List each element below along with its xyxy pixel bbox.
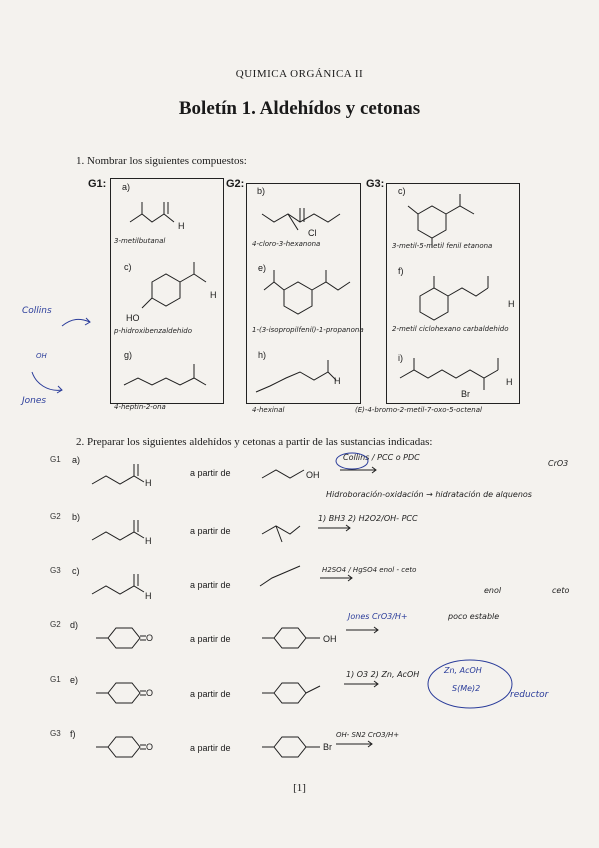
structure-f	[419, 287, 449, 321]
note-row-c: H2SO4 / HgSO4 enol - ceto	[322, 566, 417, 574]
row-letter-d: d)	[70, 620, 79, 630]
course-title: QUIMICA ORGÁNICA II	[235, 68, 364, 80]
structure-e	[283, 281, 313, 315]
group-box-g1	[110, 178, 224, 404]
atom-h-a: H	[178, 221, 185, 231]
answer-g: 4-heptin-2-ona	[114, 403, 166, 411]
item-letter-g: g)	[124, 350, 133, 360]
atom-h-i: H	[506, 377, 513, 387]
note-row-a: Collins / PCC o PDC	[343, 453, 420, 462]
scribble-hydroboration: Hidroboración-oxidación → hidratación de…	[326, 490, 532, 499]
note-row-e: 1) O3 2) Zn, AcOH	[346, 670, 420, 679]
reagent-atom-f: Br	[323, 742, 332, 752]
page-title: Boletín 1. Aldehídos y cetonas	[178, 98, 421, 119]
note-row-f: OH- SN2 CrO3/H+	[336, 731, 400, 739]
margin-note-oh: OH	[36, 352, 47, 360]
item-letter-b: b)	[257, 186, 266, 196]
item-letter-f: f)	[398, 266, 404, 276]
product-atom-c: H	[145, 591, 152, 601]
product-atom-d: O	[146, 633, 154, 643]
page-number: [1]	[293, 782, 306, 794]
structure-h	[255, 371, 337, 393]
from-label-f: a partir de	[190, 743, 231, 753]
answer-i: (E)-4-bromo-2-metil-7-oxo-5-octenal	[355, 406, 482, 414]
row-letter-f: f)	[70, 729, 76, 739]
margin-note-jones: Jones	[22, 396, 47, 406]
scribble-ceto: ceto	[552, 586, 570, 595]
atom-cl-b: Cl	[308, 228, 317, 238]
item-letter-i: i)	[398, 353, 403, 363]
answer-c3: 3-metil-5-metil fenil etanona	[392, 242, 493, 250]
scribble-enol: enol	[484, 586, 502, 595]
atom-h-c: H	[210, 290, 217, 300]
structure-g	[123, 377, 207, 386]
row-letter-c: c)	[72, 566, 80, 576]
product-atom-b: H	[145, 536, 152, 546]
product-atom-a: H	[145, 478, 152, 488]
scribble-cro3: CrO3	[548, 459, 569, 468]
row-tag-b: G2	[50, 512, 61, 521]
structure-i	[399, 369, 499, 379]
structure-c	[151, 273, 181, 307]
scribble-sme2: S(Me)2	[452, 684, 481, 693]
reagent-atom-a: OH	[306, 470, 320, 480]
margin-note-collins: Collins	[22, 306, 52, 316]
product-atom-e: O	[146, 688, 154, 698]
structure-a	[129, 213, 175, 223]
row-tag-f: G3	[50, 729, 61, 738]
group-box-g3	[386, 183, 520, 404]
scribble-zn-acoh: Zn, AcOH	[444, 666, 482, 675]
answer-f: 2-metil ciclohexano carbaldehido	[392, 325, 509, 333]
atom-h-h: H	[334, 376, 341, 386]
note-row-d: Jones CrO3/H+	[348, 612, 408, 621]
row-letter-a: a)	[72, 455, 81, 465]
item-letter-c: c)	[124, 262, 132, 272]
item-letter-h: h)	[258, 350, 267, 360]
row-letter-b: b)	[72, 512, 81, 522]
reagent-atom-d: OH	[323, 634, 337, 644]
item-letter-c3: c)	[398, 186, 406, 196]
group-box-g2	[246, 183, 361, 404]
scribble-poco-estable: poco estable	[448, 612, 500, 621]
row-tag-e: G1	[50, 675, 61, 684]
group-label-g2: G2:	[226, 178, 245, 190]
from-label-e: a partir de	[190, 689, 231, 699]
item-letter-a: a)	[122, 182, 131, 192]
item-letter-e: e)	[258, 263, 267, 273]
row-tag-d: G2	[50, 620, 61, 629]
product-atom-f: O	[146, 742, 154, 752]
atom-br-i: Br	[461, 389, 470, 399]
question-2: 2. Preparar los siguientes aldehídos y c…	[76, 436, 433, 448]
group-label-g1: G1:	[88, 178, 107, 190]
atom-h-f: H	[508, 299, 515, 309]
answer-h: 4-hexinal	[252, 406, 285, 414]
answer-b: 4-cloro-3-hexanona	[252, 240, 321, 248]
answer-e: 1-(3-isopropilfenil)-1-propanona	[252, 326, 364, 334]
answer-a: 3-metilbutanal	[114, 237, 166, 245]
scribble-reductor: reductor	[510, 690, 549, 700]
from-label-a: a partir de	[190, 468, 231, 478]
answer-c: p-hidroxibenzaldehido	[114, 327, 192, 335]
group-label-g3: G3:	[366, 178, 385, 190]
note-row-b: 1) BH3 2) H2O2/OH- PCC	[318, 514, 418, 523]
question-1: 1. Nombrar los siguientes compuestos:	[76, 155, 247, 167]
row-tag-c: G3	[50, 566, 61, 575]
row-tag-a: G1	[50, 455, 61, 464]
atom-ho-c: HO	[126, 313, 140, 323]
from-label-c: a partir de	[190, 580, 231, 590]
row-letter-e: e)	[70, 675, 79, 685]
structure-b	[261, 213, 341, 223]
from-label-d: a partir de	[190, 634, 231, 644]
structure-c3	[417, 205, 447, 239]
from-label-b: a partir de	[190, 526, 231, 536]
